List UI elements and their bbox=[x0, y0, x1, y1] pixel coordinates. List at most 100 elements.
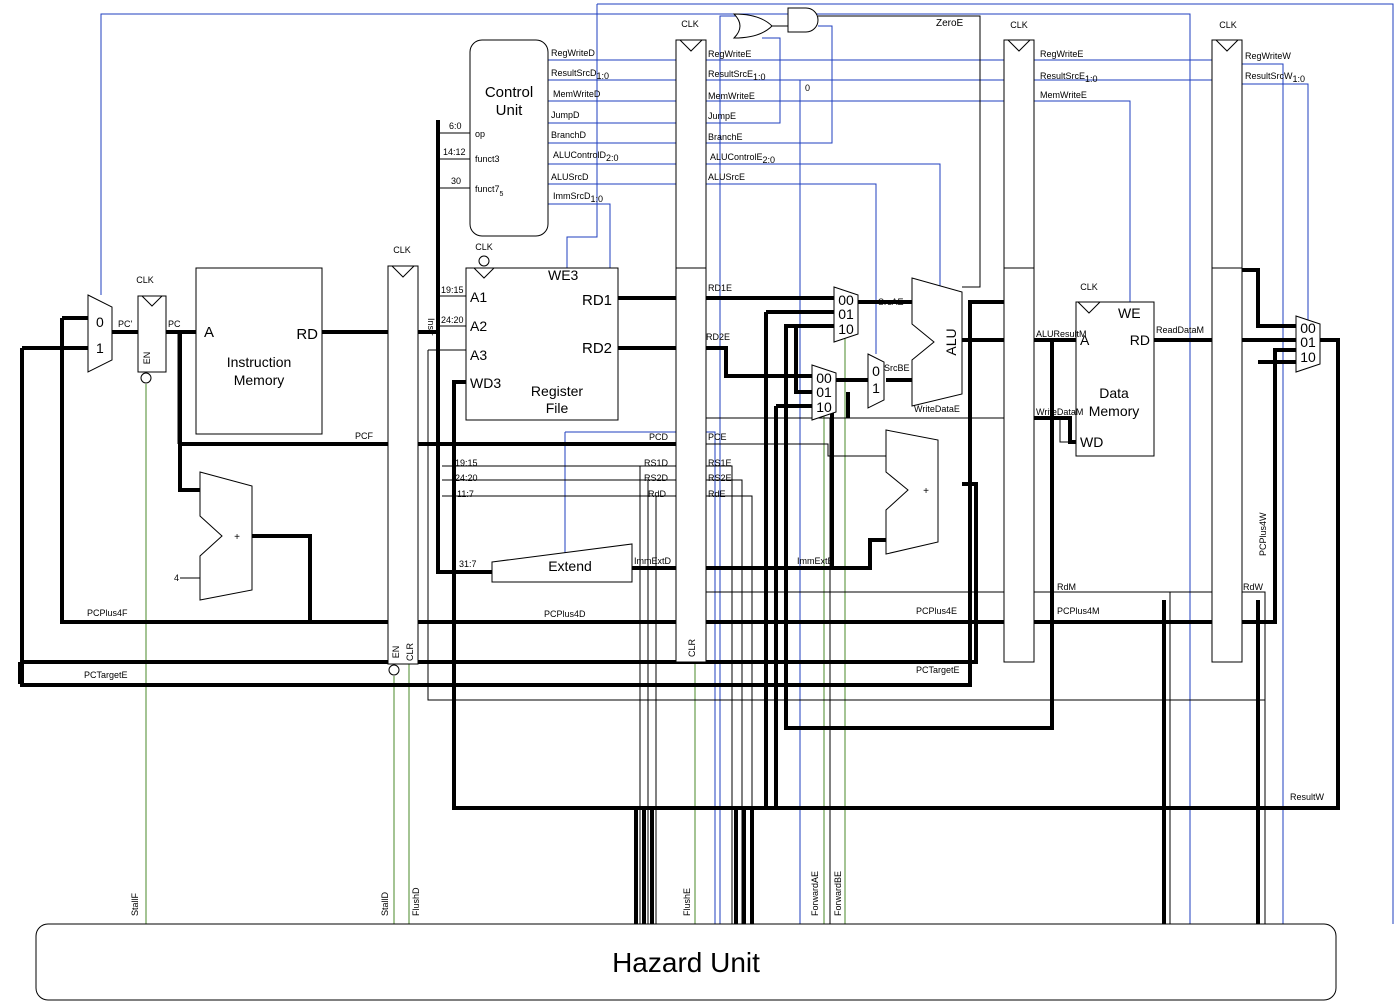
pipeline-register-fetch: CLK EN bbox=[136, 275, 167, 384]
hazard-unit-label: Hazard Unit bbox=[612, 947, 760, 978]
pc-mux-1: 1 bbox=[96, 340, 104, 356]
control-wires bbox=[100, 3, 1394, 924]
rf-title-1: Register bbox=[531, 383, 583, 399]
label-jumpd: JumpD bbox=[551, 110, 580, 120]
label-immsrcd: ImmSrcD1:0 bbox=[553, 191, 603, 204]
label-pc: PC bbox=[168, 319, 181, 329]
hazard-unit: Hazard Unit bbox=[35, 923, 1337, 1001]
rf-rd2: RD2 bbox=[582, 340, 612, 357]
label-pcplus4w: PCPlus4W bbox=[1258, 512, 1268, 556]
execute-control-labels: RegWriteE ResultSrcE1:0 MemWriteE JumpE … bbox=[708, 49, 1305, 182]
label-resultsrce: ResultSrcE1:0 bbox=[708, 69, 766, 82]
label-alucontrold: ALUControlD2:0 bbox=[553, 150, 619, 163]
label-bits-rd: 11:7 bbox=[457, 489, 474, 499]
srcb-1: 1 bbox=[872, 380, 880, 396]
label-stalld: StallD bbox=[380, 891, 390, 916]
imem-port-a: A bbox=[204, 324, 214, 341]
label-pcplus4e: PCPlus4E bbox=[916, 606, 957, 616]
label-pcf: PCF bbox=[355, 431, 374, 441]
fwda-01: 01 bbox=[838, 306, 854, 322]
adder-plus-e: + bbox=[923, 486, 929, 497]
label-regwritew: RegWriteW bbox=[1245, 51, 1291, 61]
label-pcplus4d: PCPlus4D bbox=[544, 609, 586, 619]
dm-title-2: Memory bbox=[1089, 403, 1140, 419]
control-in-funct3: funct3 bbox=[475, 154, 500, 164]
hazard-signal-labels: StallF StallD FlushD FlushE ForwardAE Fo… bbox=[130, 871, 843, 916]
clk-label-f: CLK bbox=[136, 275, 154, 285]
control-title-1: Control bbox=[485, 84, 533, 101]
imem-title-1: Instruction bbox=[227, 354, 292, 370]
label-aluresultm: ALUResultM bbox=[1036, 329, 1087, 339]
label-rd2e: RD2E bbox=[706, 332, 730, 342]
en-label-d: EN bbox=[391, 646, 401, 659]
imem-port-rd: RD bbox=[296, 326, 318, 343]
srcb-mux: 0 1 bbox=[867, 353, 885, 409]
label-bits-rs2: 24:20 bbox=[455, 473, 478, 483]
label-pctargete-right: PCTargetE bbox=[916, 665, 960, 675]
label-rs1e: RS1E bbox=[708, 458, 732, 468]
rf-we3: WE3 bbox=[548, 267, 579, 283]
label-branche: BranchE bbox=[708, 132, 743, 142]
label-pc-prime: PC' bbox=[118, 319, 133, 329]
bits-imm: 31:7 bbox=[459, 559, 477, 569]
pcplus4-adder: + 4 bbox=[174, 471, 253, 601]
dm-wd: WD bbox=[1080, 434, 1103, 450]
res-01: 01 bbox=[1300, 334, 1316, 350]
fwdb-00: 00 bbox=[816, 370, 832, 386]
en-label-f: EN bbox=[142, 352, 152, 365]
fwda-00: 00 bbox=[838, 292, 854, 308]
clk-label-e: CLK bbox=[681, 19, 699, 29]
label-rdd: RdD bbox=[648, 489, 667, 499]
label-pcplus4m: PCPlus4M bbox=[1057, 606, 1100, 616]
bits-a1: 19:15 bbox=[441, 285, 464, 295]
result-mux: 00 01 10 bbox=[1295, 315, 1321, 373]
label-rs2e: RS2E bbox=[708, 473, 732, 483]
target-adder: + bbox=[885, 429, 939, 555]
label-pcd: PCD bbox=[649, 432, 669, 442]
fwda-10: 10 bbox=[838, 321, 854, 337]
srcb-0: 0 bbox=[872, 363, 880, 379]
label-immexte: ImmExtE bbox=[797, 556, 834, 566]
label-immextd: ImmExtD bbox=[634, 556, 671, 566]
label-readdatam: ReadDataM bbox=[1156, 325, 1204, 335]
control-output-labels: RegWriteD ResultSrcD1:0 MemWriteD JumpD … bbox=[551, 48, 619, 204]
clk-label-d: CLK bbox=[393, 245, 411, 255]
alu: ALU bbox=[911, 277, 963, 407]
dm-a: A bbox=[1080, 332, 1090, 348]
dm-we: WE bbox=[1118, 305, 1141, 321]
alu-label: ALU bbox=[943, 328, 959, 355]
label-flushd: FlushD bbox=[411, 887, 421, 916]
label-writedatam: WriteDataM bbox=[1036, 407, 1083, 417]
data-buses bbox=[18, 120, 1340, 924]
clk-label-dm: CLK bbox=[1080, 282, 1098, 292]
thin-wires bbox=[177, 15, 1266, 924]
rf-rd1: RD1 bbox=[582, 292, 612, 309]
label-flushe: FlushE bbox=[682, 888, 692, 916]
label-alucontrole: ALUControlE2:0 bbox=[710, 152, 775, 165]
label-zero-const: 0 bbox=[805, 83, 810, 93]
label-writedatae: WriteDataE bbox=[914, 404, 960, 414]
forward-mux-b: 00 01 10 bbox=[811, 364, 837, 421]
label-forwardae: ForwardAE bbox=[810, 871, 820, 916]
rf-a1: A1 bbox=[470, 289, 487, 305]
label-srcae: SrcAE bbox=[878, 297, 904, 307]
pc-mux-0: 0 bbox=[96, 314, 104, 330]
label-rde: RdE bbox=[708, 489, 726, 499]
bits-op: 6:0 bbox=[449, 121, 462, 131]
label-rdw: RdW bbox=[1243, 582, 1264, 592]
res-10: 10 bbox=[1300, 349, 1316, 365]
label-alusrcd: ALUSrcD bbox=[551, 172, 589, 182]
signal-labels: PC' PC Instr PCF PCD PCE PCPlus4F PCPlus… bbox=[84, 283, 1325, 802]
pipeline-register-decode: CLK EN CLR bbox=[387, 245, 419, 676]
control-in-funct7: funct75 bbox=[475, 184, 504, 198]
label-regwritem: RegWriteE bbox=[1040, 49, 1083, 59]
adder-four: 4 bbox=[174, 573, 179, 583]
label-resultsrcd: ResultSrcD1:0 bbox=[551, 68, 609, 81]
rf-a3: A3 bbox=[470, 347, 487, 363]
label-memwritee: MemWriteE bbox=[708, 91, 755, 101]
label-resultw: ResultW bbox=[1290, 792, 1325, 802]
label-rs2d: RS2D bbox=[644, 473, 669, 483]
pipeline-register-writeback: CLK bbox=[1211, 20, 1243, 663]
